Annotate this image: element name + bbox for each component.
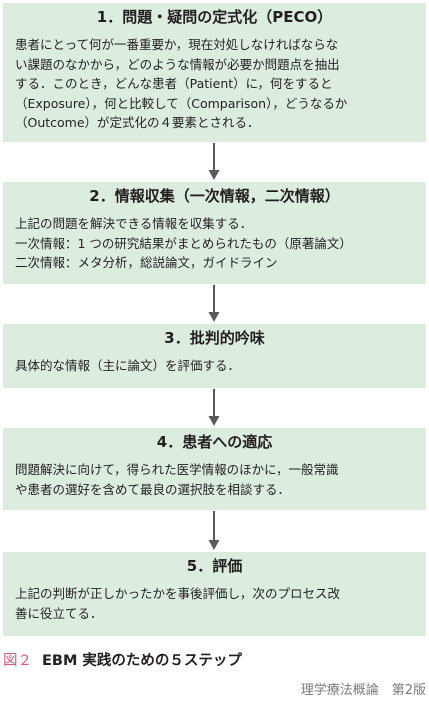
step-text-line: 善に役立てる．	[15, 605, 103, 621]
figure-title: EBM 実践のための５ステップ	[42, 653, 242, 669]
step-body: 具体的な情報（主に論文）を評価する．	[15, 356, 414, 376]
figure-label: 図２	[3, 653, 32, 669]
down-arrow-icon	[206, 388, 222, 428]
step-title: 5．評価	[186, 557, 243, 575]
down-arrow-icon	[206, 142, 222, 182]
step-body: 患者にとって何が一番重要か，現在対処しなければならな い課題のなかから，どのよう…	[15, 35, 414, 133]
step-title: 2．情報収集（一次情報，二次情報）	[89, 187, 340, 205]
step-text-line: する．このとき，どんな患者（Patient）に，何をすると	[15, 76, 333, 91]
step-box-5: 5．評価 上記の判断が正しかったかを事後評価し，次のプロセス改 善に役立てる．	[3, 552, 426, 636]
step-box-4: 4．患者への適応 問題解決に向けて，得られた医学情報のほかに，一般常識 や患者の…	[3, 428, 426, 510]
step-box-1: 1．問題・疑問の定式化（PECO） 患者にとって何が一番重要か，現在対処しなけれ…	[3, 3, 426, 142]
step-text-line: 一次情報：1 つの研究結果がまとめられたもの（原著論文）	[15, 235, 352, 251]
step-box-3: 3．批判的吟味 具体的な情報（主に論文）を評価する．	[3, 324, 426, 388]
step-title: 1．問題・疑問の定式化（PECO）	[96, 8, 333, 26]
step-text-line: （Outcome）が定式化の４要素とされる．	[15, 115, 260, 130]
step-text-line: 患者にとって何が一番重要か，現在対処しなければならな	[15, 37, 339, 52]
step-body: 上記の判断が正しかったかを事後評価し，次のプロセス改 善に役立てる．	[15, 584, 414, 623]
step-text-line: （Exposure），何と比較して（Comparison），どうなるか	[15, 95, 348, 111]
step-text-line: 二次情報：メタ分析，総説論文，ガイドライン	[15, 255, 278, 270]
step-text-line: や患者の選好を含めて最良の選択肢を相談する．	[15, 481, 291, 497]
step-title: 4．患者への適応	[156, 433, 273, 451]
down-arrow-icon	[206, 284, 222, 324]
step-body: 問題解決に向けて，得られた医学情報のほかに，一般常識 や患者の選好を含めて最良の…	[15, 460, 414, 499]
step-text-line: 問題解決に向けて，得られた医学情報のほかに，一般常識	[15, 462, 339, 477]
step-text-line: 上記の問題を解決できる情報を収集する．	[15, 216, 253, 231]
step-text-line: い課題のなかから，どのような情報が必要か問題点を抽出	[15, 56, 340, 72]
figure-caption: 図２ EBM 実践のための５ステップ	[3, 651, 242, 671]
step-text-line: 具体的な情報（主に論文）を評価する．	[15, 358, 241, 373]
source-credit: 理学療法概論 第2版	[300, 683, 426, 698]
step-box-2: 2．情報収集（一次情報，二次情報） 上記の問題を解決できる情報を収集する． 一次…	[3, 182, 426, 284]
step-body: 上記の問題を解決できる情報を収集する． 一次情報：1 つの研究結果がまとめられた…	[15, 214, 414, 273]
down-arrow-icon	[206, 510, 222, 552]
step-text-line: 上記の判断が正しかったかを事後評価し，次のプロセス改	[15, 586, 341, 601]
step-title: 3．批判的吟味	[164, 329, 265, 347]
